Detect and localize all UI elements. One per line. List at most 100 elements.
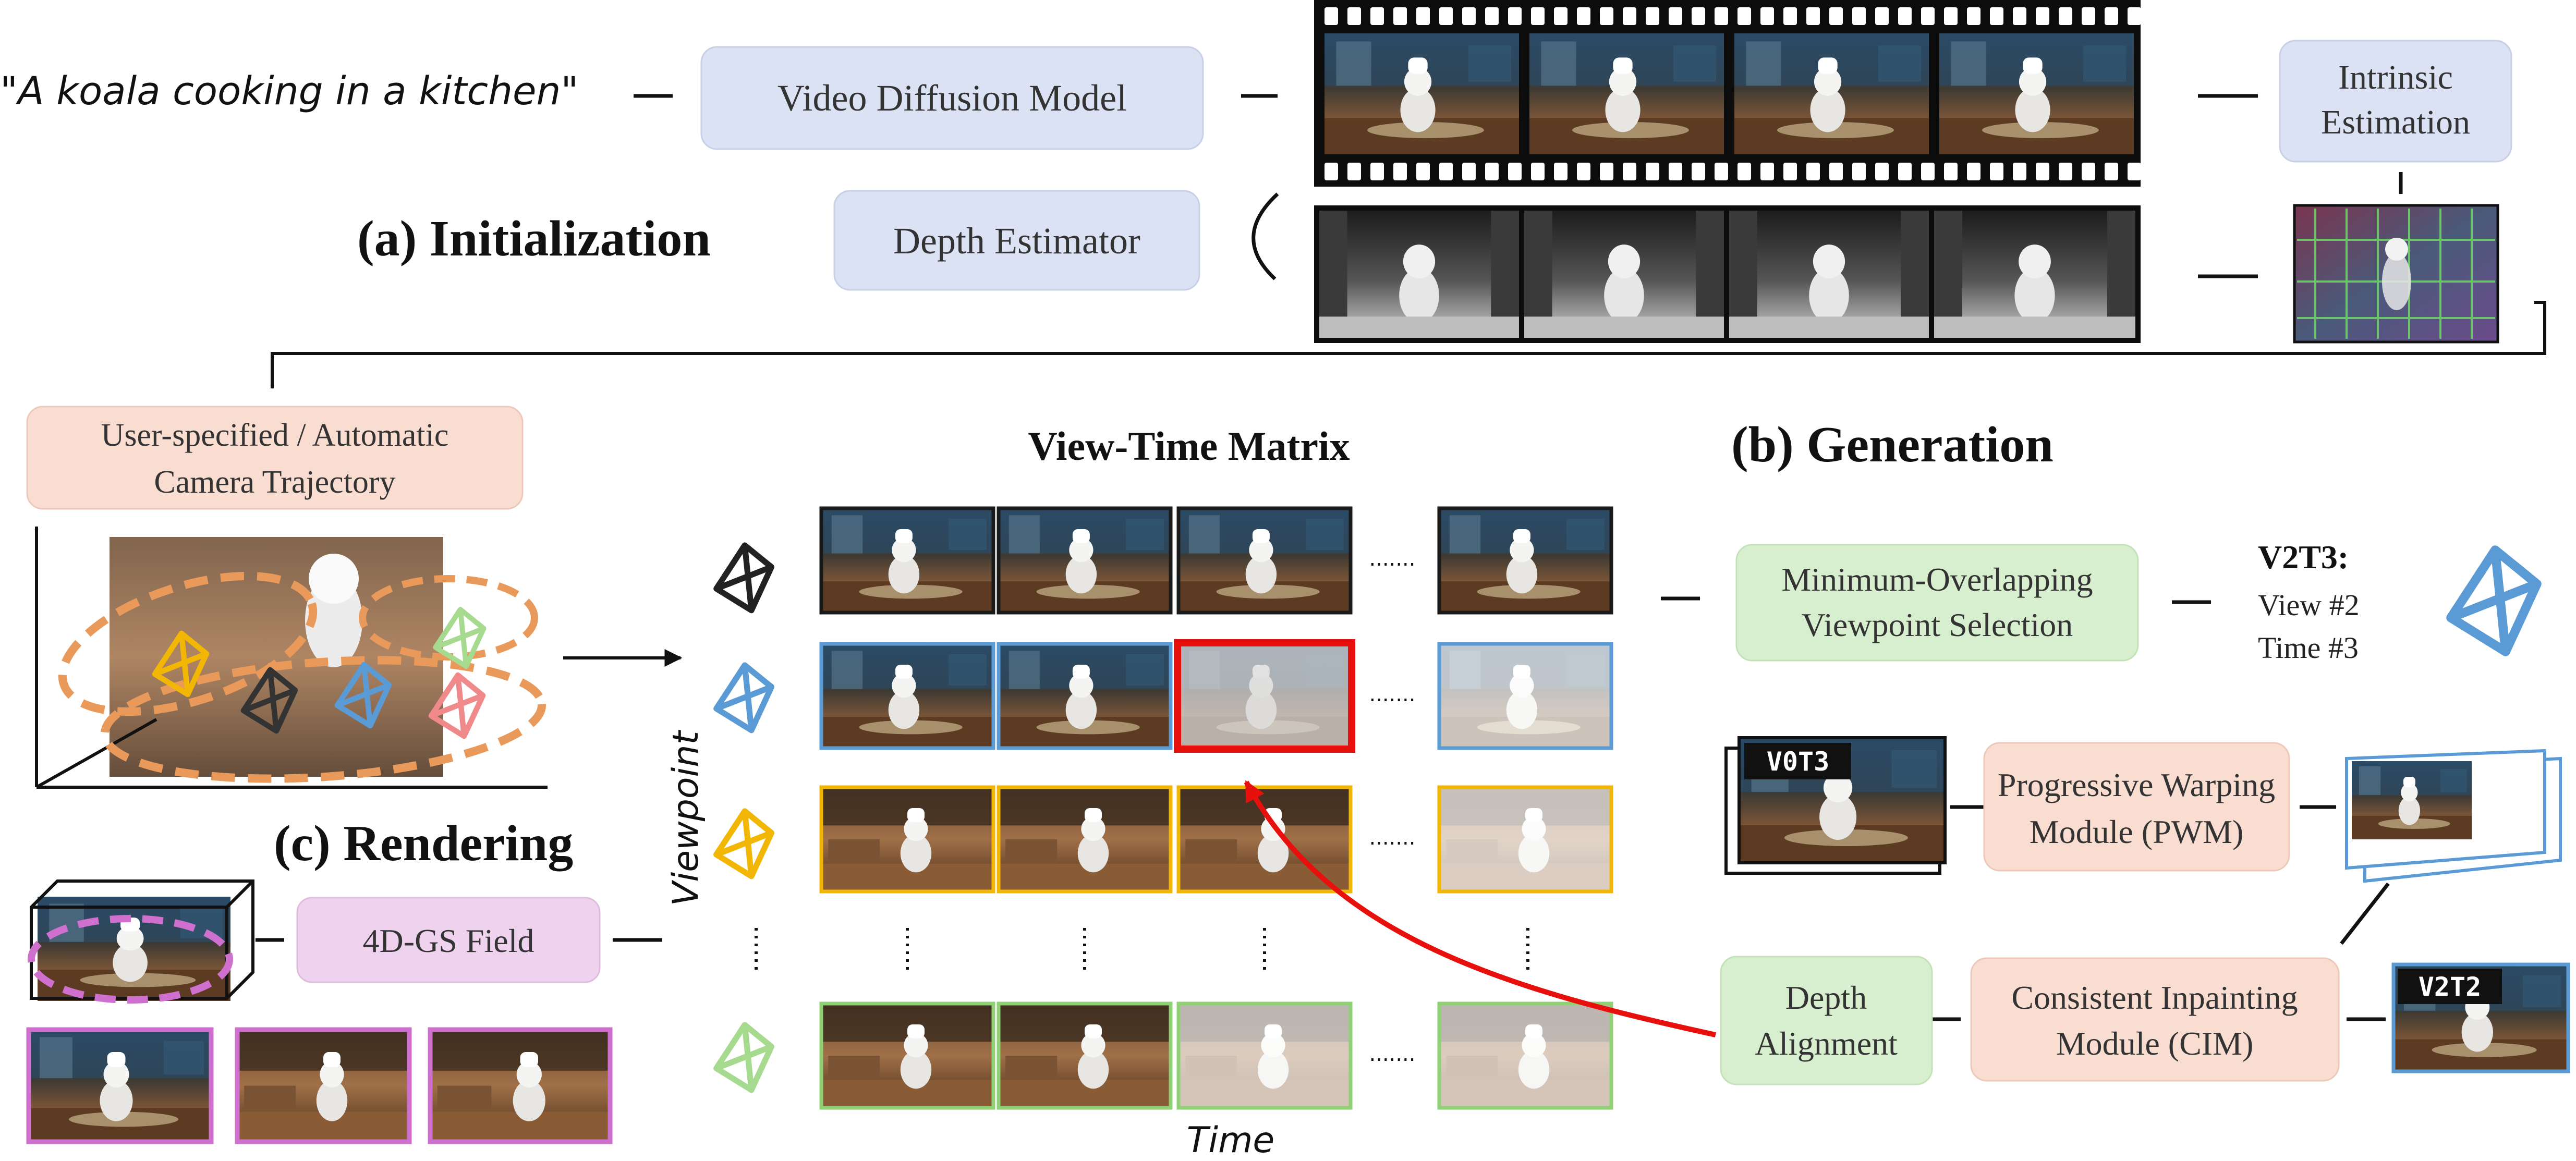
film-perforation xyxy=(1577,163,1590,180)
box-depth-estimator xyxy=(833,190,1200,291)
row-camera-black-icon xyxy=(716,545,772,610)
film-perforation xyxy=(1692,7,1705,25)
label-depth-align-1: Depth xyxy=(1785,979,1867,1016)
text-prompt: "A koala cooking in a kitchen" xyxy=(0,69,578,114)
feedback-arrow-red xyxy=(1244,780,1717,1037)
film-perforation xyxy=(1325,163,1338,180)
film-perforation xyxy=(1554,163,1568,180)
film-perforation xyxy=(2128,7,2141,25)
label-trajectory-1: User-specified / Automatic xyxy=(101,418,449,453)
film-perforation xyxy=(1508,163,1522,180)
box-4dgs-field xyxy=(296,897,601,983)
matrix-row-view1: ....... xyxy=(819,639,1613,753)
depth-frame-3 xyxy=(1729,211,1929,338)
v2t3-title: V2T3: xyxy=(2258,539,2349,576)
matrix-cell xyxy=(821,1004,993,1108)
film-strip xyxy=(1314,0,2141,187)
film-perforation xyxy=(1325,7,1338,25)
film-perforation xyxy=(1806,7,1820,25)
depth-frame-1 xyxy=(1319,211,1519,338)
film-perforation xyxy=(1439,163,1453,180)
warped-frames xyxy=(2345,749,2562,883)
box-depth-alignment xyxy=(1720,956,1933,1085)
svg-text:.......: ....... xyxy=(1369,1042,1415,1066)
film-perforation xyxy=(1783,163,1797,180)
matrix-vertical-ellipsis xyxy=(755,928,1529,975)
curved-arrow-depth xyxy=(1251,192,1279,280)
film-perforation xyxy=(1669,163,1682,180)
box-camera-trajectory xyxy=(26,406,524,510)
matrix-cell-target xyxy=(1178,644,1351,748)
rendered-view-3 xyxy=(430,1030,610,1142)
row-camera-blue-icon xyxy=(716,665,772,730)
svg-text:.......: ....... xyxy=(1369,826,1415,850)
film-perforation xyxy=(1347,7,1361,25)
matrix-cell xyxy=(821,644,993,748)
tag-v2t2: V2T2 xyxy=(2419,972,2481,1002)
box-consistent-inpainting xyxy=(1970,957,2340,1082)
film-perforation xyxy=(1806,163,1820,180)
film-perforation xyxy=(2128,163,2141,180)
film-perforation xyxy=(1898,7,1912,25)
film-perforation xyxy=(1531,7,1545,25)
film-perforation xyxy=(1967,163,1980,180)
heading-initialization: (a) Initialization xyxy=(357,211,711,267)
gaussian-field-cube xyxy=(28,879,254,1004)
film-perforation xyxy=(1783,7,1797,25)
connector-to-trajectory xyxy=(270,301,2546,389)
label-cim-2: Module (CIM) xyxy=(2056,1025,2254,1062)
film-perforation xyxy=(1416,7,1430,25)
film-perforation xyxy=(1347,163,1361,180)
matrix-cell xyxy=(999,644,1171,748)
film-perforation xyxy=(1715,7,1728,25)
matrix-cell xyxy=(1178,508,1351,613)
tag-v0t3: V0T3 xyxy=(1767,747,1829,777)
film-perforation xyxy=(1508,7,1522,25)
label-intrinsic-2: Estimation xyxy=(2321,103,2470,141)
video-frame-4 xyxy=(1939,33,2134,154)
matrix-cell xyxy=(999,508,1171,613)
trajectory-ellipse-orange-2 xyxy=(100,656,546,783)
highlight-target-cell xyxy=(1174,639,1355,753)
film-perforation xyxy=(1715,163,1728,180)
film-perforation xyxy=(1623,7,1636,25)
svg-text:.......: ....... xyxy=(1369,547,1415,571)
row-camera-green-icon xyxy=(716,1025,772,1090)
matrix-cell xyxy=(1439,1004,1611,1108)
trajectory-ellipse-orange xyxy=(58,571,318,716)
film-perforation xyxy=(1990,163,2003,180)
film-perforation xyxy=(1898,163,1912,180)
label-4dgs: 4D-GS Field xyxy=(363,922,534,959)
label-pwm-2: Module (PWM) xyxy=(2030,813,2244,850)
label-vdm: Video Diffusion Model xyxy=(777,77,1127,119)
film-perforation xyxy=(1829,163,1843,180)
axis-time: Time xyxy=(1187,1120,1275,1161)
matrix-cell xyxy=(999,1004,1171,1108)
film-perforation xyxy=(1760,7,1774,25)
box-video-diffusion-model xyxy=(700,46,1204,150)
film-perforation xyxy=(2013,7,2026,25)
film-perforation xyxy=(1462,163,1476,180)
depth-strip xyxy=(1314,205,2141,343)
label-mov-2: Viewpoint Selection xyxy=(1802,606,2073,643)
depth-frame-2 xyxy=(1524,211,1724,338)
film-perforation xyxy=(1760,163,1774,180)
matrix-row-view0: ....... xyxy=(819,506,1613,615)
film-perforation xyxy=(1875,163,1889,180)
film-perforation xyxy=(2105,7,2118,25)
film-perforation xyxy=(1623,163,1636,180)
matrix-cell xyxy=(821,508,993,613)
film-perforation xyxy=(1737,163,1751,180)
video-frame-2 xyxy=(1529,33,1724,154)
label-cim-1: Consistent Inpainting xyxy=(2011,979,2298,1016)
label-trajectory-2: Camera Trajectory xyxy=(154,465,395,500)
film-perforation xyxy=(2036,7,2049,25)
film-perforation xyxy=(1600,163,1613,180)
matrix-cell xyxy=(1178,1004,1351,1108)
depth-frame-4 xyxy=(1934,211,2135,338)
film-perforation xyxy=(1921,7,1935,25)
matrix-row-viewN: ....... xyxy=(819,1001,1613,1110)
film-perforation xyxy=(1393,163,1407,180)
matrix-cell xyxy=(1439,644,1611,748)
